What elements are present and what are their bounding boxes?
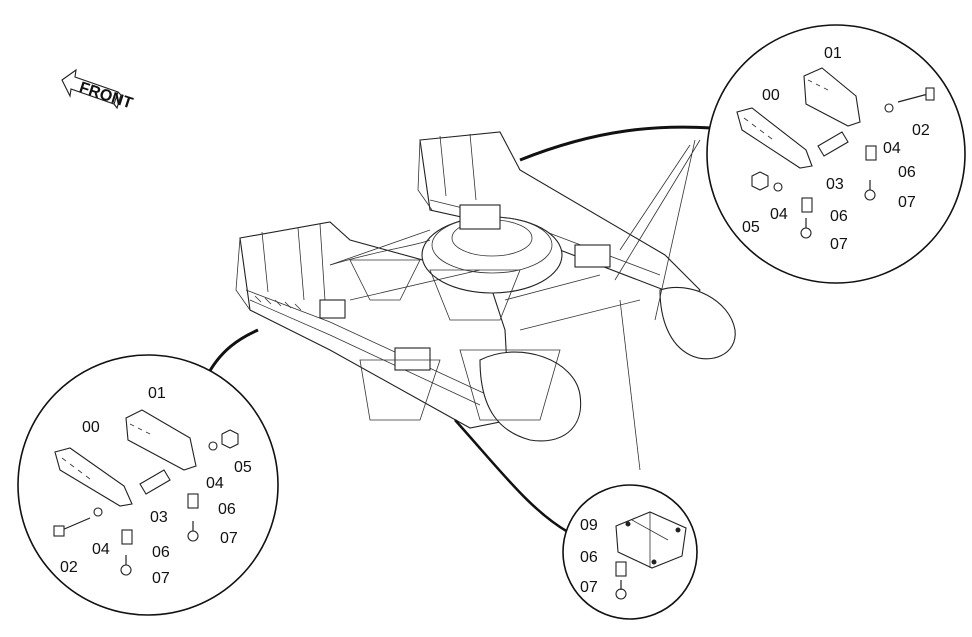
callout-label: 03 [150, 509, 168, 526]
callout-label: 06 [830, 208, 848, 225]
callout-label: 07 [152, 570, 170, 587]
callout-label: 04 [206, 475, 224, 492]
callout-label: 00 [82, 419, 100, 436]
callout-label: 07 [830, 236, 848, 253]
callout-label: 07 [580, 579, 598, 596]
leader-top-right [519, 125, 713, 162]
front-arrow-icon: FRONT [61, 68, 135, 113]
callout-label: 04 [770, 206, 788, 223]
leader-bottom [454, 419, 569, 534]
callout-label: 01 [148, 385, 166, 402]
callout-label: 00 [762, 87, 780, 104]
leader-left [204, 328, 259, 379]
callout-label: 09 [580, 517, 598, 534]
callout-label: 06 [218, 501, 236, 518]
callout-label: 06 [152, 544, 170, 561]
detail-circle-bottom: 09 06 07 [562, 484, 698, 620]
callout-label: 06 [580, 549, 598, 566]
callout-label: 04 [92, 541, 110, 558]
callout-label: 02 [60, 559, 78, 576]
front-label: FRONT [77, 79, 135, 112]
callout-label: 07 [898, 194, 916, 211]
callout-label: 05 [742, 219, 760, 236]
detail-circle-top-right: 01 00 04 02 06 03 07 04 06 05 07 [706, 24, 966, 284]
callout-label: 05 [234, 459, 252, 476]
callout-label: 06 [898, 164, 916, 181]
callout-label: 02 [912, 122, 930, 139]
track-frame-drawing [235, 131, 736, 442]
detail-circle-left: 01 00 05 04 06 03 07 04 06 02 07 [17, 354, 279, 616]
callout-label: 07 [220, 530, 238, 547]
callout-label: 03 [826, 176, 844, 193]
callout-label: 01 [824, 45, 842, 62]
callout-label: 04 [883, 140, 901, 157]
